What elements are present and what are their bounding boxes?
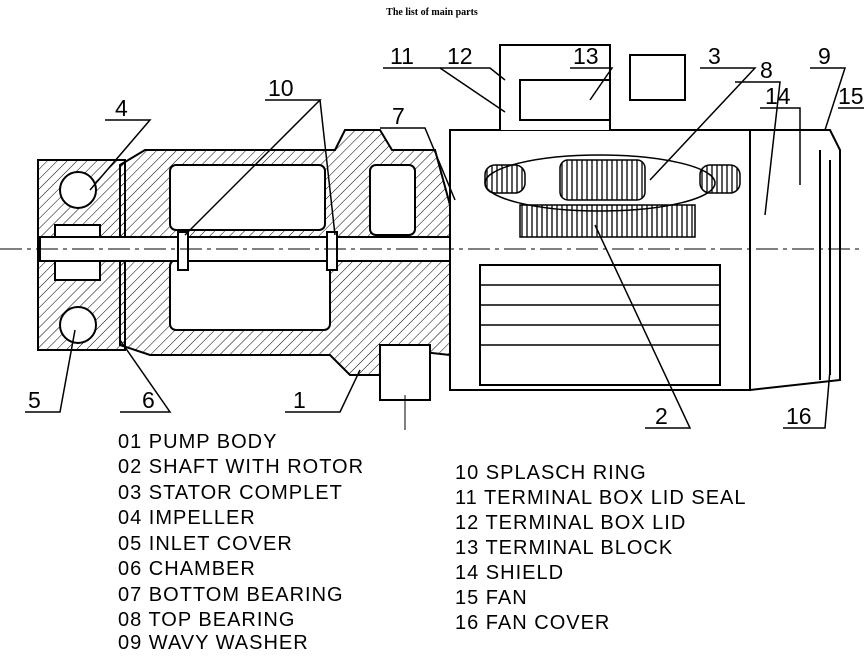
callout-14: 14	[765, 83, 791, 109]
callout-10: 10	[268, 75, 294, 101]
legend-item: 04 IMPELLER	[118, 507, 256, 529]
legend-item: 12 TERMINAL BOX LID	[455, 512, 687, 534]
motor-fins	[480, 284, 720, 346]
page-title: The list of main parts	[386, 7, 478, 18]
legend-item: 08 TOP BEARING	[118, 609, 296, 631]
legend-item: 13 TERMINAL BLOCK	[455, 537, 674, 559]
callout-9: 9	[818, 43, 831, 69]
callout-16: 16	[786, 403, 812, 429]
callout-leaders	[25, 67, 864, 429]
legend-item: 15 FAN	[455, 587, 528, 609]
fan-cover	[749, 129, 841, 392]
legend-item: 16 FAN COVER	[455, 612, 611, 634]
legend-item: 06 CHAMBER	[118, 558, 256, 580]
legend-item: 01 PUMP BODY	[118, 431, 278, 453]
rotor	[519, 204, 696, 238]
legend-item: 03 STATOR COMPLET	[118, 482, 343, 504]
legend-item: 14 SHIELD	[455, 562, 565, 584]
legend-item: 07 BOTTOM BEARING	[118, 584, 344, 606]
callout-2: 2	[655, 403, 668, 429]
callout-5: 5	[28, 387, 41, 413]
legend-item: 05 INLET COVER	[118, 533, 293, 555]
pump-cavities	[169, 164, 431, 401]
callout-8: 8	[760, 57, 773, 83]
callout-15: 15	[838, 83, 864, 109]
callout-4: 4	[115, 95, 128, 121]
legend-item: 09 WAVY WASHER	[118, 632, 309, 654]
terminal-box	[499, 44, 686, 130]
legend-item: 10 SPLASCH RING	[455, 462, 647, 484]
pump-cross-section-drawing: 1 2 3 4 5 6 7 8 9 10 11 12 13 14 15 16	[0, 43, 864, 430]
callout-7: 7	[392, 103, 405, 129]
callout-1: 1	[293, 387, 306, 413]
stator	[484, 154, 741, 212]
callout-12: 12	[447, 43, 473, 69]
callout-13: 13	[573, 43, 599, 69]
callout-11: 11	[390, 43, 414, 69]
callout-3: 3	[708, 43, 721, 69]
callout-6: 6	[142, 387, 155, 413]
legend-item: 11 TERMINAL BOX LID SEAL	[455, 487, 747, 509]
legend-item: 02 SHAFT WITH ROTOR	[118, 456, 365, 478]
